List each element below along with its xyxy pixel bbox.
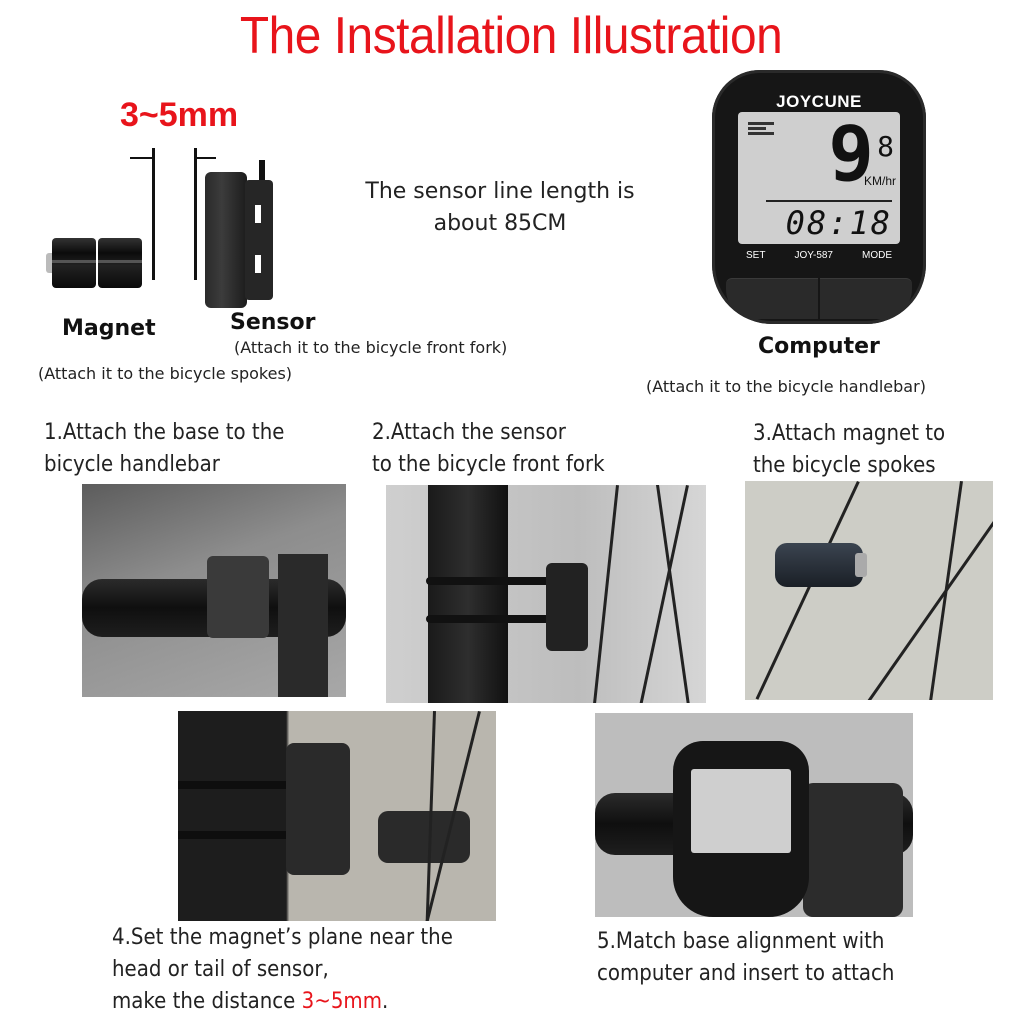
step-3-photo (745, 481, 993, 700)
step-3-text: 3.Attach magnet to the bicycle spokes (753, 418, 945, 482)
magnet-note: (Attach it to the bicycle spokes) (38, 364, 293, 383)
distance-highlight: 3~5mm (301, 989, 383, 1014)
step-2-line-2: to the bicycle front fork (372, 452, 605, 477)
step-5-line-2: computer and insert to attach (597, 961, 895, 986)
step-4-line-2: head or tail of sensor, (112, 957, 329, 982)
gap-arrow-right-icon (196, 157, 216, 159)
gap-distance-label: 3~5mm (120, 96, 239, 134)
step-1-line-2: bicycle handlebar (44, 452, 220, 477)
step-1-photo (82, 484, 346, 697)
sensor-label: Sensor (230, 310, 316, 335)
step-5-text: 5.Match base alignment with computer and… (597, 926, 894, 990)
step-3-line-2: the bicycle spokes (753, 453, 936, 478)
device-brand: JOYCUNE (776, 92, 862, 111)
speed-value: 9 (828, 109, 874, 198)
computer-label: Computer (758, 334, 880, 359)
step-1-line-1: 1.Attach the base to the (44, 420, 285, 445)
gap-line-left (152, 148, 155, 280)
step-5-photo (595, 713, 913, 917)
time-value: 08:18 (785, 204, 892, 242)
step-4-line-3: make the distance 3~5mm. (112, 989, 389, 1014)
magnet-image (46, 238, 142, 288)
lcd-divider (766, 200, 892, 202)
magnet-label: Magnet (62, 316, 156, 341)
sensor-line-info-2: about 85CM (433, 211, 567, 236)
sensor-line-info: The sensor line length is about 85CM (340, 176, 660, 240)
sensor-image (205, 160, 275, 310)
speed-decimal: 8 (877, 130, 894, 163)
mode-label: MODE (862, 250, 892, 261)
sensor-note: (Attach it to the bicycle front fork) (234, 338, 508, 357)
bike-computer-image: JOYCUNE 9 8 KM/hr 08:18 SET JOY-587 MODE (712, 70, 926, 324)
lcd-screen: 9 8 KM/hr 08:18 (738, 112, 900, 244)
step-1-text: 1.Attach the base to the bicycle handleb… (44, 417, 284, 481)
gap-arrow-left-icon (130, 157, 152, 159)
step-2-photo (386, 485, 706, 703)
gap-line-right (194, 148, 197, 280)
step-3-line-1: 3.Attach magnet to (753, 421, 946, 446)
step-2-text: 2.Attach the sensor to the bicycle front… (372, 417, 605, 481)
step-4-photo (178, 711, 496, 921)
step-5-line-1: 5.Match base alignment with (597, 929, 885, 954)
mode-button (820, 278, 912, 319)
computer-note: (Attach it to the bicycle handlebar) (646, 377, 926, 396)
cyclist-icon (748, 122, 774, 144)
step-2-line-1: 2.Attach the sensor (372, 420, 566, 445)
speed-unit: KM/hr (863, 174, 896, 188)
step-4-line-1: 4.Set the magnet’s plane near the (112, 925, 453, 950)
sensor-line-info-1: The sensor line length is (365, 179, 635, 204)
model-label: JOY-587 (794, 250, 833, 261)
set-label: SET (746, 250, 766, 261)
set-button (726, 278, 818, 319)
page-title: The Installation Illustration (239, 7, 783, 65)
step-4-text: 4.Set the magnet’s plane near the head o… (112, 922, 453, 1018)
